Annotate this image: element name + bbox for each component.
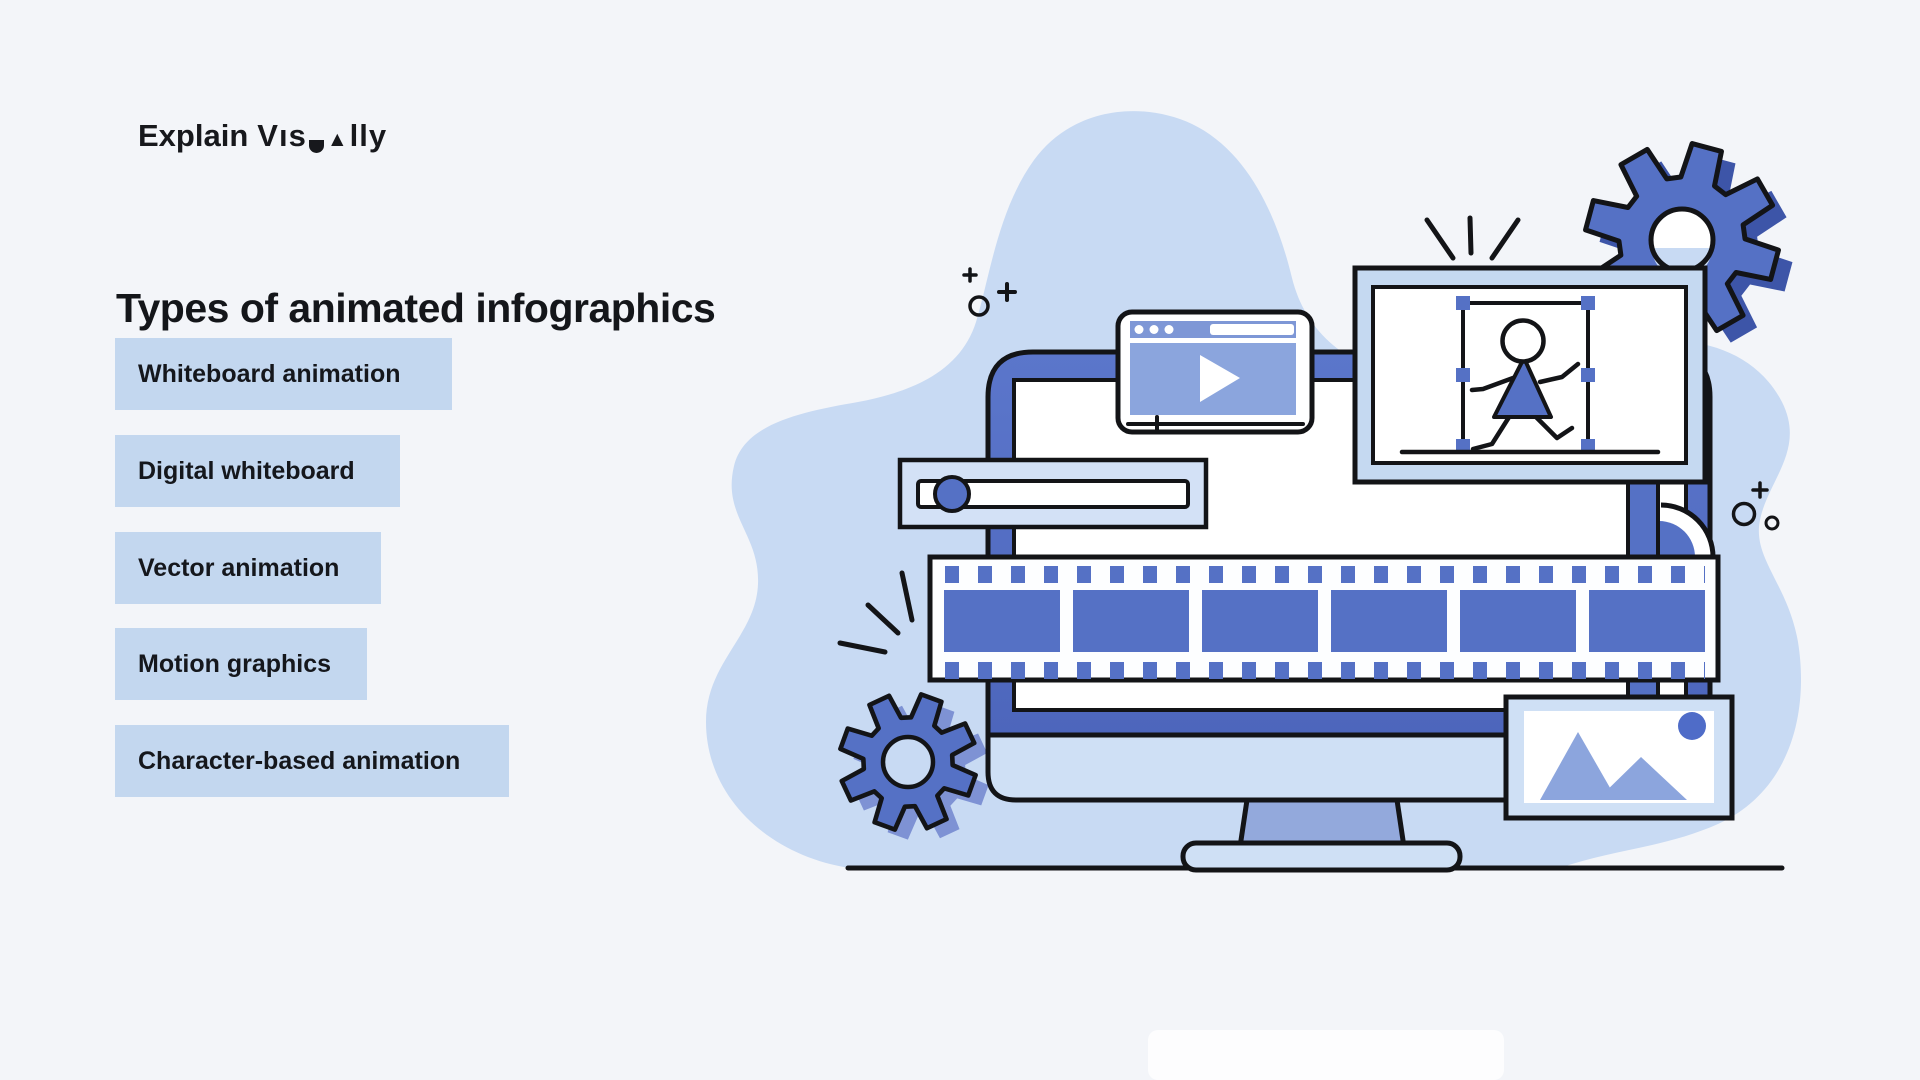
logo-u-glyph [308, 140, 324, 153]
film-strip-icon [927, 554, 1721, 683]
stick-figure [1469, 318, 1581, 452]
video-timeline [1126, 415, 1305, 433]
slider-track [916, 479, 1190, 509]
selection-handles [1456, 296, 1595, 453]
sun-dot [1678, 712, 1706, 740]
video-player-window-icon [1115, 309, 1315, 435]
address-bar [1210, 324, 1294, 335]
mountains-shape [1540, 732, 1687, 800]
burst-lines-top [1424, 215, 1521, 261]
logo-word-explain: Explain [138, 118, 249, 153]
list-item: Motion graphics [115, 628, 367, 700]
play-icon [1200, 355, 1240, 402]
character-frame-icon [1352, 265, 1708, 485]
page-title: Types of animated infographics [116, 285, 716, 332]
image-thumbnail-icon [1503, 694, 1735, 821]
sparkle-icon-right [1731, 481, 1780, 531]
list-item: Whiteboard animation [115, 338, 452, 410]
film-sprockets [945, 566, 1705, 679]
logo-a-triangle-glyph: ▲ [326, 128, 349, 151]
watermark-block [1148, 1030, 1504, 1080]
burst-lines-left [837, 570, 915, 655]
gear-icon-bottom-left [821, 675, 1009, 860]
slider-knob [933, 475, 971, 513]
list-item: Vector animation [115, 532, 381, 604]
browser-dots-icon [1134, 325, 1174, 334]
monitor-base [1180, 840, 1463, 873]
screen-corner-curl [1659, 502, 1716, 558]
list-item: Character-based animation [115, 725, 509, 797]
playback-slider-icon [897, 457, 1209, 530]
list-item: Digital whiteboard [115, 435, 400, 507]
monitor-stand [1237, 797, 1407, 850]
sparkle-icon-left [962, 267, 1017, 317]
film-frames [944, 590, 1705, 652]
